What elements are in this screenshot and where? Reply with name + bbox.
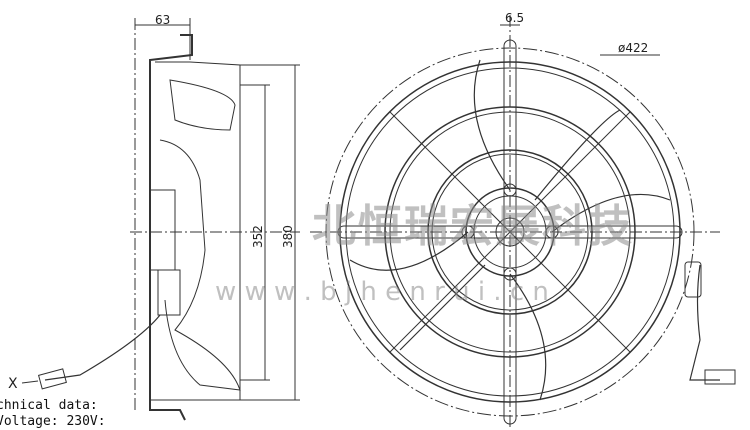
motor-hub	[465, 187, 555, 277]
watermark-url: w w w . b j h e n r u i . c n	[215, 277, 549, 307]
dim-label-6-5: 6.5	[505, 11, 524, 25]
outer-diameter-circle	[325, 47, 695, 417]
side-view	[21, 18, 300, 421]
dim-label-352: 352	[251, 225, 265, 248]
dimension-labels: 63 352 380 X 6.5 ø422	[8, 11, 648, 392]
technical-data-heading: chnical data:	[0, 398, 98, 413]
guard-vertical-strut	[503, 39, 517, 425]
dim-label-380: 380	[281, 225, 295, 248]
cable-gland	[684, 261, 702, 298]
technical-data-voltage: Voltage: 230V:	[0, 414, 106, 429]
dim-label-diameter: ø422	[618, 41, 648, 55]
view-marker-x: X	[8, 376, 18, 392]
fan-blades	[349, 59, 671, 401]
connector	[704, 369, 736, 385]
guard-horizontal-strut	[337, 225, 683, 239]
front-view	[310, 15, 736, 430]
guard-ring-outer	[339, 61, 681, 403]
watermark-company: 北恒瑞宏展科技	[312, 201, 634, 252]
dim-label-63: 63	[155, 13, 170, 27]
